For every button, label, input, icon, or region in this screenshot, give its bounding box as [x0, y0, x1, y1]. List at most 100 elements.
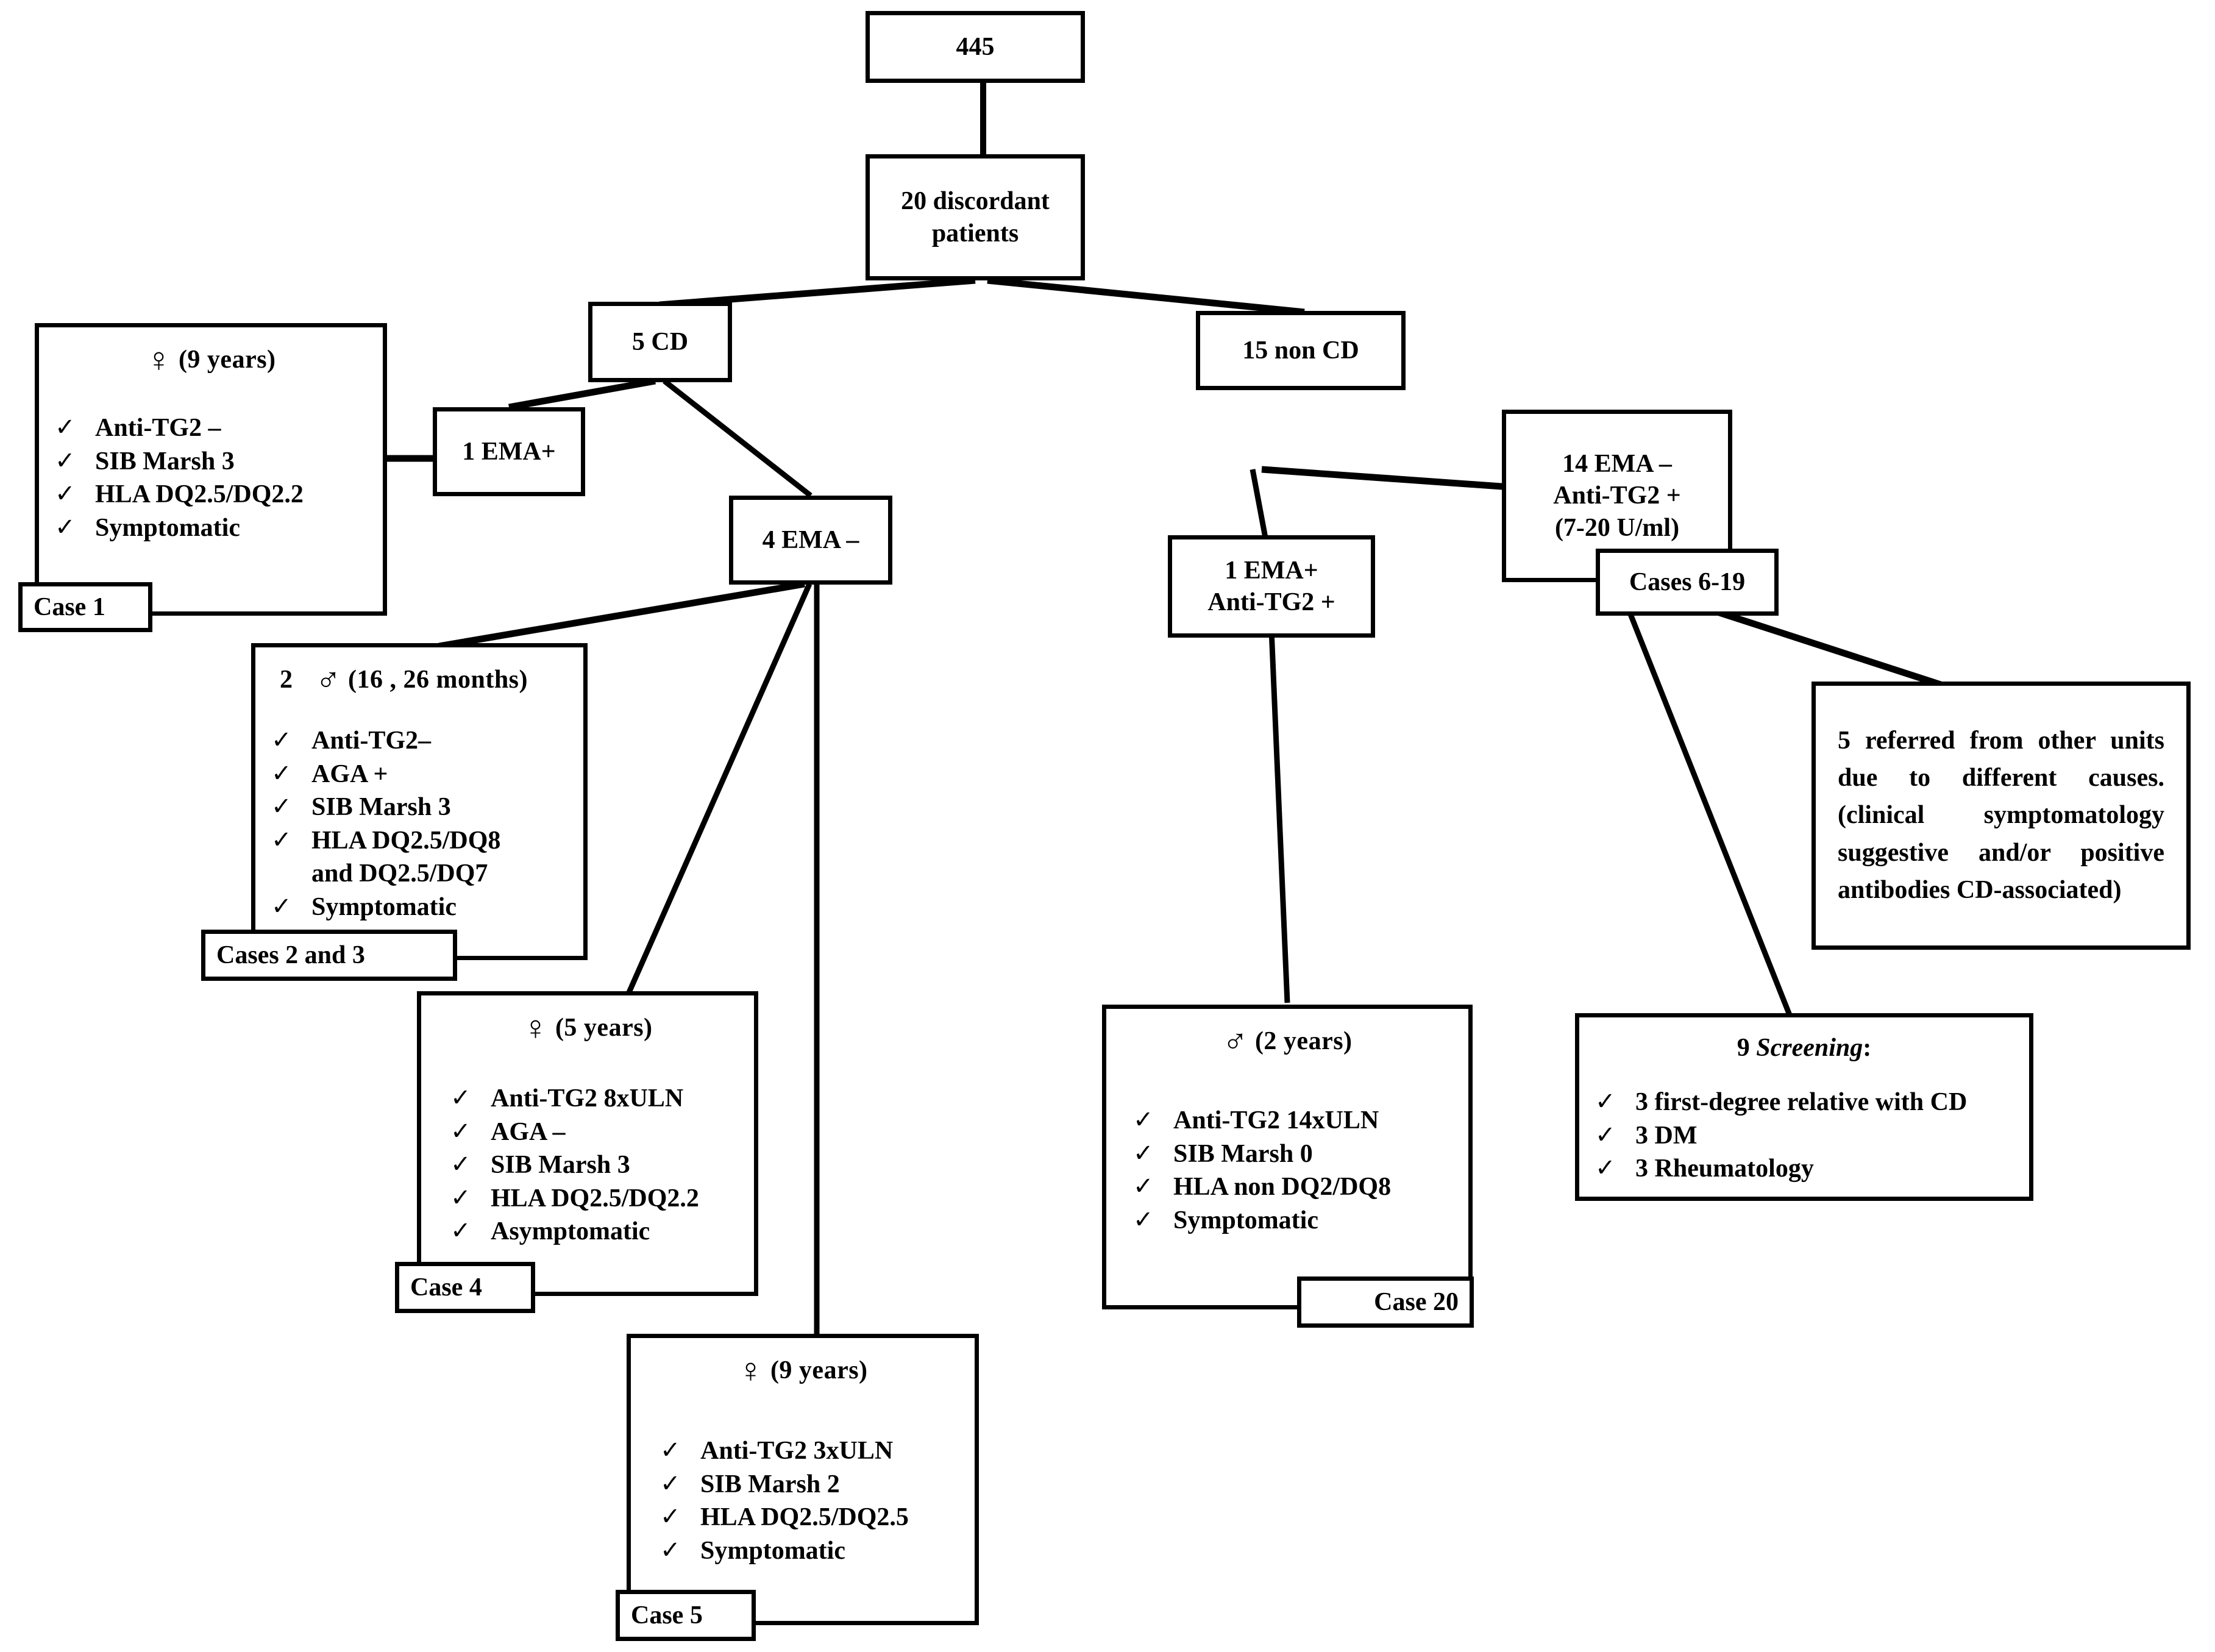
case-5-item-1: SIB Marsh 2 [700, 1470, 840, 1498]
list-item: ✓ Symptomatic [255, 891, 583, 924]
screening-item-0: 3 first-degree relative with CD [1635, 1088, 1968, 1116]
check-icon: ✓ [450, 1217, 471, 1245]
check-icon: ✓ [450, 1117, 471, 1145]
case-1-tag: Case 1 [18, 582, 152, 632]
case-1-age: (9 years) [178, 346, 276, 374]
male-symbol-icon: ♂ [1222, 1023, 1248, 1061]
list-item: ✓HLA DQ2.5/DQ2.2 [39, 478, 383, 511]
case-20-head: ♂ (2 years) [1106, 1009, 1468, 1059]
case-5-list: ✓Anti-TG2 3xULN ✓SIB Marsh 2 ✓HLA DQ2.5/… [631, 1434, 975, 1567]
node-cases-6-19-label: Cases 6-19 [1629, 568, 1746, 596]
list-item: ✓ Anti-TG2 14xULN [1117, 1104, 1468, 1138]
case-2-3-item-4: Symptomatic [311, 892, 457, 921]
list-item: ✓ Asymptomatic [435, 1215, 754, 1248]
node-5-cd-label: 5 CD [631, 327, 689, 356]
screening-colon: : [1863, 1034, 1872, 1062]
node-discordant-patients: 20 discordant patients [866, 154, 1085, 280]
list-item: ✓3 Rheumatology [1579, 1152, 2029, 1186]
case-4-tag-label: Case 4 [410, 1273, 482, 1301]
case-20-item-0: Anti-TG2 14xULN [1173, 1106, 1379, 1134]
case-4-tag: Case 4 [395, 1262, 535, 1313]
check-icon: ✓ [271, 825, 292, 853]
referred-text: 5 referred from other units due to diffe… [1838, 726, 2164, 904]
case-4-item-1: AGA – [491, 1117, 566, 1146]
case-1-item-1: SIB Marsh 3 [95, 447, 235, 475]
case-2-3-count: 2 [280, 666, 293, 694]
case-card-2-3: 2 ♂ (16 , 26 months) ✓Anti-TG2– ✓AGA + ✓… [251, 643, 588, 960]
list-item: ✓ SIB Marsh 3 [435, 1148, 754, 1182]
node-15-non-cd-label: 15 non CD [1242, 336, 1359, 365]
list-item: ✓ AGA – [435, 1116, 754, 1149]
case-2-3-item-0: Anti-TG2– [311, 727, 432, 755]
check-icon: ✓ [660, 1503, 681, 1531]
case-5-age: (9 years) [770, 1356, 868, 1384]
case-1-item-3: Symptomatic [95, 513, 240, 542]
case-4-head: ♀ (5 years) [421, 995, 754, 1045]
case-2-3-head: 2 ♂ (16 , 26 months) [255, 647, 583, 697]
case-1-head: ♀ (9 years) [39, 327, 383, 377]
case-20-tag: Case 20 [1297, 1276, 1474, 1328]
case-20-item-2: HLA non DQ2/DQ8 [1173, 1173, 1392, 1202]
node-14-ema-neg-line1: 14 EMA – [1562, 449, 1672, 478]
case-5-item-2: HLA DQ2.5/DQ2.5 [700, 1503, 909, 1532]
case-4-age: (5 years) [555, 1014, 653, 1042]
list-item: ✓3 first-degree relative with CD [1579, 1086, 2029, 1119]
node-1-ema-pos-noncd-line2: Anti-TG2 + [1207, 588, 1335, 616]
list-item: ✓SIB Marsh 2 [644, 1468, 975, 1501]
node-4-ema-neg-cd: 4 EMA – [729, 496, 892, 585]
case-card-5: ♀ (9 years) ✓Anti-TG2 3xULN ✓SIB Marsh 2… [627, 1334, 979, 1625]
list-item: ✓Anti-TG2– [255, 724, 583, 758]
list-item: ✓SIB Marsh 0 [1117, 1138, 1468, 1171]
case-2-3-tag: Cases 2 and 3 [201, 930, 457, 981]
check-icon: ✓ [660, 1436, 681, 1464]
list-item: ✓SIB Marsh 3 [255, 791, 583, 824]
referred-box: 5 referred from other units due to diffe… [1811, 682, 2191, 950]
list-item: ✓ HLA DQ2.5/DQ2.5 [644, 1501, 975, 1534]
list-item: ✓ 3 DM [1579, 1119, 2029, 1153]
list-item: ✓AGA + [255, 758, 583, 791]
case-5-item-3: Symptomatic [700, 1536, 845, 1565]
check-icon: ✓ [55, 446, 76, 474]
female-symbol-icon: ♀ [738, 1352, 764, 1390]
list-item-continuation: and DQ2.5/DQ7 [255, 857, 583, 891]
case-5-tag: Case 5 [616, 1590, 756, 1641]
check-icon: ✓ [1595, 1120, 1616, 1148]
case-2-3-item-2: SIB Marsh 3 [311, 793, 451, 822]
case-1-list: ✓ Anti-TG2 – ✓ SIB Marsh 3 ✓HLA DQ2.5/DQ2.… [39, 411, 383, 544]
check-icon: ✓ [1133, 1139, 1154, 1167]
case-20-age: (2 years) [1254, 1027, 1353, 1055]
case-1-tag-label: Case 1 [34, 593, 105, 621]
screening-list: ✓3 first-degree relative with CD ✓3 DM ✓… [1579, 1086, 2029, 1186]
case-card-1: ♀ (9 years) ✓ Anti-TG2 – ✓ SIB Marsh 3 ✓HL… [35, 323, 387, 616]
check-icon: ✓ [450, 1150, 471, 1178]
check-icon: ✓ [660, 1536, 681, 1564]
node-1-ema-pos-cd: 1 EMA+ [433, 407, 585, 496]
check-icon: ✓ [1595, 1154, 1616, 1182]
node-15-non-cd: 15 non CD [1196, 311, 1406, 390]
screening-title-word: Screening [1756, 1034, 1863, 1062]
male-symbol-icon: ♂ [315, 661, 341, 699]
case-2-3-list: ✓Anti-TG2– ✓AGA + ✓SIB Marsh 3 ✓HLA DQ2.… [255, 724, 583, 924]
list-item: ✓Anti-TG2 3xULN [644, 1434, 975, 1468]
female-symbol-icon: ♀ [522, 1009, 549, 1047]
case-4-list: ✓Anti-TG2 8xULN ✓AGA – ✓SIB Marsh 3 ✓HLA… [421, 1082, 754, 1248]
case-4-item-2: SIB Marsh 3 [491, 1151, 630, 1180]
case-card-4: ♀ (5 years) ✓Anti-TG2 8xULN ✓AGA – ✓SIB … [417, 991, 758, 1296]
check-icon: ✓ [271, 892, 292, 920]
case-2-3-item-3b: and DQ2.5/DQ7 [311, 860, 488, 888]
node-14-ema-neg-line3: (7-20 U/ml) [1554, 513, 1680, 542]
screening-item-1: 3 DM [1635, 1121, 1698, 1150]
case-5-head: ♀ (9 years) [631, 1338, 975, 1388]
check-icon: ✓ [1133, 1106, 1154, 1133]
case-4-item-4: Asymptomatic [491, 1217, 650, 1246]
list-item: ✓ Symptomatic [644, 1534, 975, 1568]
case-1-item-0: Anti-TG2 – [95, 414, 221, 442]
node-14-ema-neg-line2: Anti-TG2 + [1553, 482, 1681, 510]
node-cases-6-19: Cases 6-19 [1596, 549, 1779, 616]
node-4-ema-neg-cd-label: 4 EMA – [762, 525, 859, 554]
list-item: ✓ SIB Marsh 3 [39, 445, 383, 479]
check-icon: ✓ [450, 1183, 471, 1211]
list-item: ✓ Symptomatic [39, 511, 383, 545]
check-icon: ✓ [55, 513, 76, 541]
